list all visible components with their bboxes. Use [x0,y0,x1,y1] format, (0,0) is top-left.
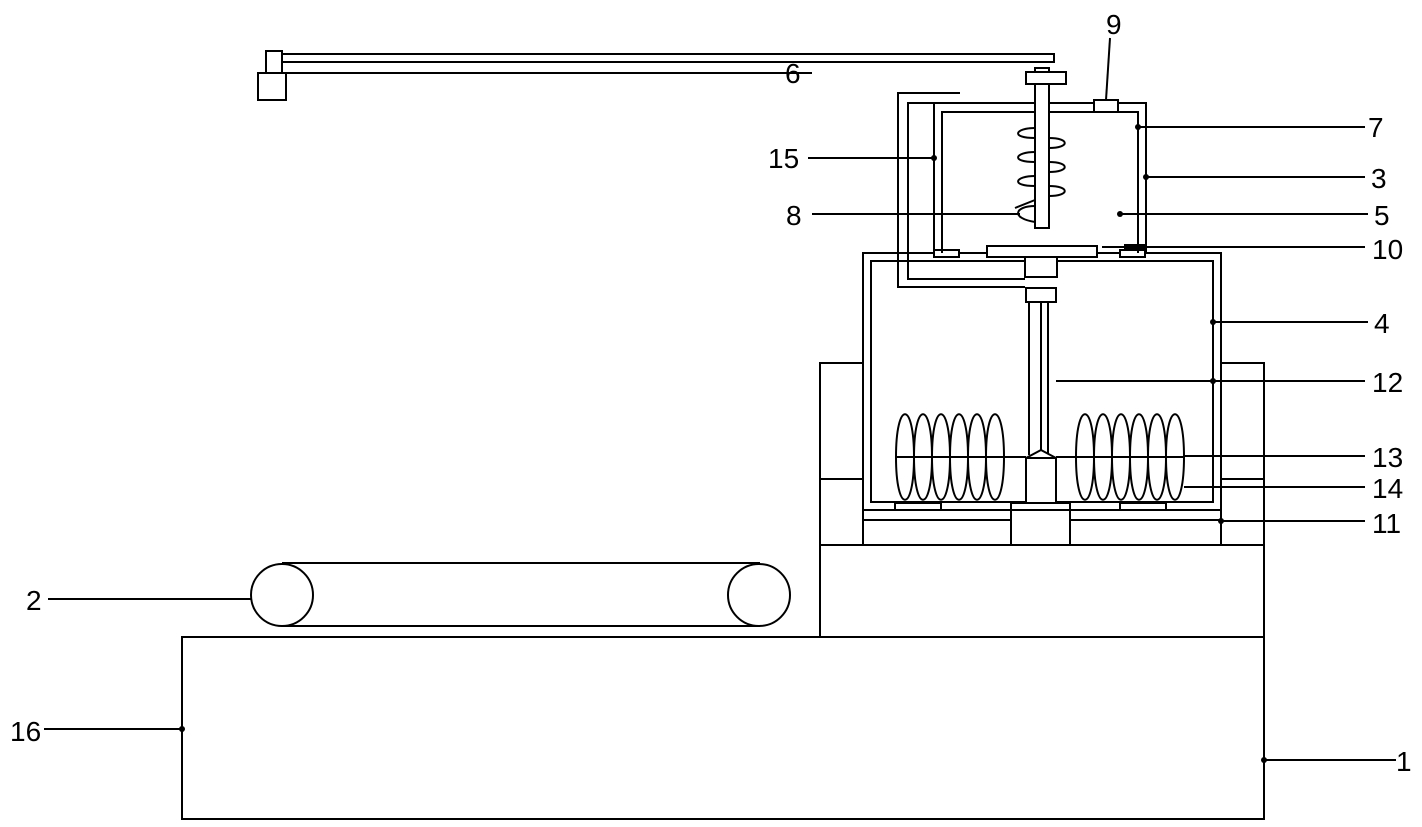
screw-auger [1014,67,1066,229]
conveyor-belt [250,562,791,627]
label-13: 13 [1372,442,1403,473]
label-16: 16 [10,716,41,747]
label-15: 15 [768,143,799,174]
partition-plates [933,244,1146,278]
label-1: 1 [1396,746,1412,777]
label-3: 3 [1371,163,1387,194]
motor-assembly [257,50,1067,101]
label-2: 2 [26,585,42,616]
pedestal-block [819,544,1265,638]
coil-left [895,413,1026,501]
vertical-shaft [1025,287,1057,504]
label-14: 14 [1372,473,1403,504]
label-4: 4 [1374,308,1390,339]
base-block [181,636,1265,820]
callouts: 6 9 7 15 3 8 5 10 4 12 13 14 11 [10,9,1412,777]
label-9: 9 [1106,9,1122,40]
label-5: 5 [1374,200,1390,231]
side-frame-left [819,362,864,546]
label-7: 7 [1368,112,1384,143]
side-frame-right [1220,362,1265,546]
coil-right [1056,413,1185,501]
label-12: 12 [1372,367,1403,398]
label-11: 11 [1372,508,1401,539]
label-10: 10 [1372,234,1403,265]
label-8: 8 [786,200,802,231]
feed-pipe [897,92,1025,288]
